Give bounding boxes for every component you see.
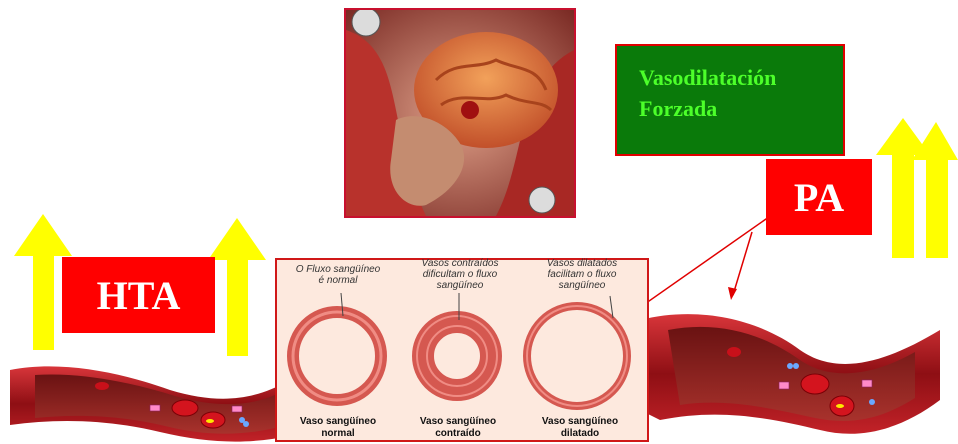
up-arrow-icon (208, 218, 266, 356)
label-line: contraído (403, 428, 513, 440)
caption-line: dificultam o fluxo (405, 269, 515, 280)
hta-box: HTA (62, 257, 215, 333)
vessel-comparison-panel: O Fluxo sangüíneo é normal Vasos contraí… (275, 258, 649, 442)
caption-line: Vasos dilatados (527, 258, 637, 269)
caption-line: sangüíneo (527, 280, 637, 291)
caption-line: sangüíneo (405, 280, 515, 291)
caption-contracted: Vasos contraídos dificultam o fluxo sang… (405, 258, 515, 291)
caption-dilated: Vasos dilatados facilitam o fluxo sangüí… (527, 258, 637, 291)
label-normal: Vaso sangüíneo normal (283, 416, 393, 440)
vasodilatacion-line2: Forzada (639, 93, 843, 124)
up-arrow-icon (876, 118, 930, 258)
label-dilated: Vaso sangüíneo dilatado (525, 416, 635, 440)
label-line: normal (283, 428, 393, 440)
caption-line: é normal (283, 275, 393, 286)
caption-normal: O Fluxo sangüíneo é normal (283, 264, 393, 286)
vasodilatacion-box: Vasodilatación Forzada (615, 44, 845, 156)
left-blood-vessel (10, 366, 290, 441)
brain-illustration (344, 8, 576, 218)
caption-line: Vasos contraídos (405, 258, 515, 269)
right-blood-vessel (640, 314, 940, 434)
label-contracted: Vaso sangüíneo contraído (403, 416, 513, 440)
caption-line: facilitam o fluxo (527, 269, 637, 280)
label-line: Vaso sangüíneo (525, 416, 635, 428)
caption-line: O Fluxo sangüíneo (283, 264, 393, 275)
label-line: Vaso sangüíneo (403, 416, 513, 428)
pa-box: PA (766, 159, 872, 235)
vasodilatacion-line1: Vasodilatación (639, 62, 843, 93)
label-line: Vaso sangüíneo (283, 416, 393, 428)
label-line: dilatado (525, 428, 635, 440)
